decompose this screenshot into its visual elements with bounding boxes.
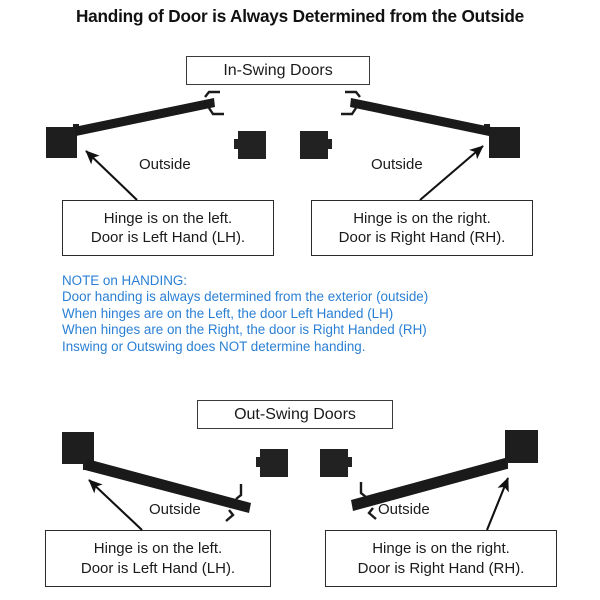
callout-line-1: Hinge is on the right.: [353, 209, 491, 227]
outside-label-text: Outside: [378, 501, 430, 518]
outside-label-inswing-right: Outside: [371, 156, 423, 173]
center-jamb-block-outswing-right: [320, 449, 348, 477]
center-jamb-pair-outswing: [256, 449, 352, 477]
door-assembly-inswing-right: [341, 90, 520, 201]
door-panel-inswing-left: [74, 98, 215, 136]
center-jamb-notch-inswing-right: [327, 139, 332, 149]
pointer-arrow-inswing-left: [85, 150, 138, 201]
pointer-arrow-outswing-left: [88, 479, 143, 531]
center-jamb-block-outswing-left: [260, 449, 288, 477]
center-jamb-notch-outswing-left: [256, 457, 261, 467]
center-jamb-notch-outswing-right: [347, 457, 352, 467]
note-heading: NOTE on HANDING:: [62, 273, 188, 288]
callout-line-1: Hinge is on the left.: [93, 540, 223, 558]
note-line-4: Inswing or Outswing does NOT determine h…: [62, 338, 366, 354]
outside-label-text: Outside: [139, 156, 191, 173]
callout-inswing-right-hand: Hinge is on the right. Door is Right Han…: [311, 200, 533, 256]
hinge-pin-outswing-left: [83, 462, 91, 470]
callout-outswing-right-hand: Hinge is on the right. Door is Right Han…: [325, 530, 557, 587]
center-jamb-block-inswing-left: [238, 131, 266, 159]
callout-outswing-left-hand: Hinge is on the left. Door is Left Hand …: [45, 530, 271, 587]
pointer-arrow-outswing-right: [486, 477, 509, 531]
hinge-pin-inswing-right: [484, 124, 490, 131]
door-handle-outswing-left: [225, 484, 243, 522]
callout-line-2: Door is Right Hand (RH).: [357, 559, 525, 577]
door-handle-outswing-right: [359, 482, 377, 520]
callout-inswing-left-hand: Hinge is on the left. Door is Left Hand …: [62, 200, 274, 256]
outside-label-outswing-right: Outside: [378, 501, 430, 518]
center-jamb-notch-inswing-left: [234, 139, 239, 149]
callout-line-2: Door is Left Hand (LH).: [90, 229, 246, 246]
callout-line-2: Door is Right Hand (RH).: [338, 229, 506, 246]
door-assembly-inswing-left: [46, 90, 224, 201]
hinge-jamb-block-inswing-right: [489, 127, 520, 158]
center-jamb-pair-inswing: [234, 131, 332, 159]
section-header-in-swing-label: In-Swing Doors: [223, 61, 333, 79]
hinge-pin-inswing-left: [73, 124, 79, 131]
note-line-3: When hinges are on the Right, the door i…: [62, 322, 427, 338]
callout-line-1: Hinge is on the right.: [372, 540, 510, 558]
note-line-1: Door handing is always determined from t…: [62, 289, 429, 305]
outside-label-text: Outside: [149, 501, 201, 518]
outside-label-outswing-left: Outside: [149, 501, 201, 518]
section-header-in-swing: In-Swing Doors: [186, 56, 370, 85]
note-on-handing: NOTE on HANDING: Door handing is always …: [62, 273, 428, 355]
section-header-out-swing-label: Out-Swing Doors: [234, 405, 356, 423]
hinge-jamb-block-outswing-left: [62, 432, 94, 464]
callout-line-1: Hinge is on the left.: [103, 209, 233, 227]
door-handle-inswing-right: [341, 90, 361, 116]
pointer-arrow-inswing-right: [419, 145, 484, 201]
note-line-2: When hinges are on the Left, the door Le…: [62, 305, 394, 321]
door-panel-inswing-right: [350, 98, 491, 136]
section-header-out-swing: Out-Swing Doors: [197, 400, 393, 429]
hinge-jamb-block-outswing-right: [505, 430, 538, 463]
door-handle-inswing-left: [204, 90, 224, 116]
outside-label-inswing-left: Outside: [139, 156, 191, 173]
hinge-pin-outswing-right: [500, 461, 508, 469]
callout-line-2: Door is Left Hand (LH).: [80, 559, 236, 577]
page-title: Handing of Door is Always Determined fro…: [75, 6, 525, 26]
hinge-jamb-block-inswing-left: [46, 127, 77, 158]
outside-label-text: Outside: [371, 156, 423, 173]
center-jamb-block-inswing-right: [300, 131, 328, 159]
